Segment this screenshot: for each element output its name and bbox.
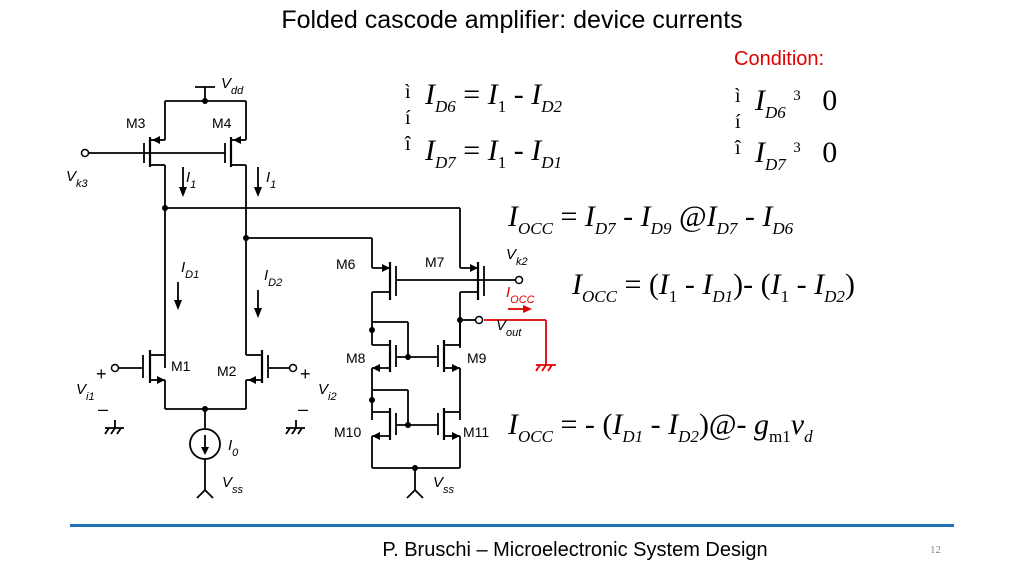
vi2-terminal [288,363,298,373]
equation-id7: ID7 = I1 - ID1 [425,134,562,172]
vi2-plus: + [300,364,311,384]
label-m2: M2 [217,363,237,379]
brace-left-condition: ì í î [735,86,751,176]
equation-iocc-2: IOCC = (I1 - ID1)- (I1 - ID2) [572,268,855,306]
label-m1: M1 [171,358,191,374]
vi1-minus: – [98,399,108,419]
brace-bot: î [405,133,411,155]
vss-label-right: Vss [433,474,455,496]
condition-id6: ID6 3 0 [755,84,838,122]
iocc-label: IOCC [506,284,535,306]
brace-top: ì [735,85,741,107]
equation-id6: ID6 = I1 - ID2 [425,78,562,116]
vi1-label: Vi1 [76,381,95,403]
page-number: 12 [930,544,941,556]
brace-mid: í [405,107,411,129]
label-m11: M11 [463,424,489,440]
vi2-minus: – [298,399,308,419]
vi2-label: Vi2 [318,381,337,403]
iocc-path [484,308,556,372]
brace-left-system: ì í î [405,82,421,172]
slide-title: Folded cascode amplifier: device current… [281,6,743,34]
id2-label: ID2 [264,267,282,289]
vout-label: Vout [496,317,522,339]
label-m6: M6 [336,256,356,272]
label-m9: M9 [467,350,487,366]
brace-top: ì [405,81,411,103]
i1-label-m4: I1 [266,169,276,191]
brace-mid: í [735,111,741,133]
vk3-terminal [80,148,90,158]
label-m3: M3 [126,115,146,131]
condition-id7: ID7 3 0 [755,136,838,174]
condition-label: Condition: [734,48,825,70]
i1-label-m3: I1 [186,169,196,191]
brace-bot: î [735,137,741,159]
label-m10: M10 [334,424,361,440]
label-m4: M4 [212,115,232,131]
vk2-terminal [514,275,524,285]
equation-iocc-3: IOCC = - (ID1 - ID2)@- gm1vd [508,408,813,446]
vk3-label: Vk3 [66,168,89,190]
vi1-terminal [110,363,120,373]
vi1-plus: + [96,364,107,384]
footer-divider [70,524,954,527]
vk2-label: Vk2 [506,246,528,268]
vout-terminal [474,315,484,325]
equation-iocc-1: IOCC = ID7 - ID9 @ID7 - ID6 [508,200,794,238]
vdd-label: Vdd [221,75,244,97]
vss-label-left: Vss [222,474,244,496]
id1-label: ID1 [181,259,199,281]
label-m8: M8 [346,350,366,366]
footer-text: P. Bruschi – Microelectronic System Desi… [382,539,768,561]
label-m7: M7 [425,254,445,270]
i0-label: I0 [228,437,239,459]
